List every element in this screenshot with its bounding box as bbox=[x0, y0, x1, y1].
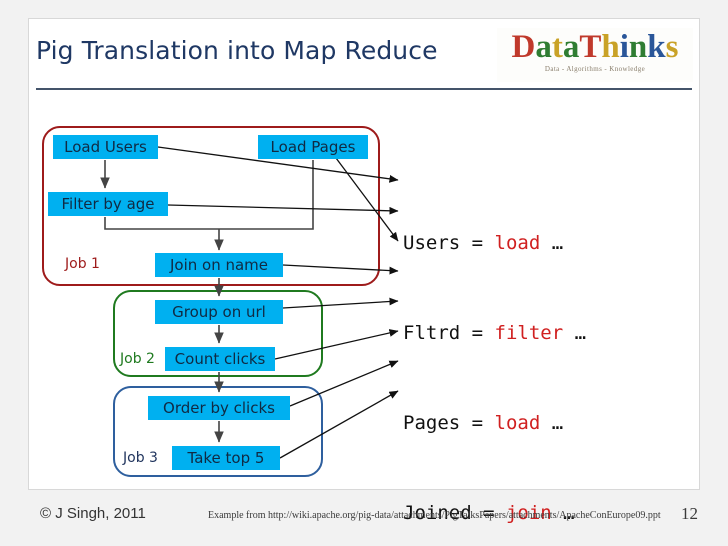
code-pre: Joined = bbox=[403, 502, 506, 524]
op-box-count-clicks[interactable]: Count clicks bbox=[165, 347, 275, 371]
code-line-users: Users = load … bbox=[403, 228, 620, 258]
footer-copyright: © J Singh, 2011 bbox=[40, 505, 146, 522]
logo-wordmark: DataThinks bbox=[497, 28, 693, 66]
page-title: Pig Translation into Map Reduce bbox=[36, 36, 438, 65]
logo-letter-s: s bbox=[665, 29, 679, 65]
code-pre: Pages = bbox=[403, 412, 495, 434]
code-line-pages: Pages = load … bbox=[403, 408, 620, 438]
logo-letter-a1: a bbox=[535, 29, 552, 65]
op-box-filter-by-age[interactable]: Filter by age bbox=[48, 192, 168, 216]
footer-source-note: Example from http://wiki.apache.org/pig-… bbox=[208, 510, 661, 521]
code-post: … bbox=[540, 412, 564, 434]
code-keyword: load bbox=[494, 232, 541, 254]
op-box-join-on-name[interactable]: Join on name bbox=[155, 253, 283, 277]
job-label-2: Job 2 bbox=[120, 351, 155, 367]
logo-letter-n: n bbox=[628, 29, 648, 65]
page-number: 12 bbox=[681, 504, 698, 523]
code-keyword: load bbox=[494, 412, 541, 434]
code-line-fltrd: Fltrd = filter … bbox=[403, 318, 620, 348]
logo-letter-i: i bbox=[619, 29, 629, 65]
logo-tagline: Data - Algorithms - Knowledge bbox=[544, 65, 646, 73]
op-box-group-on-url[interactable]: Group on url bbox=[155, 300, 283, 324]
job-label-1: Job 1 bbox=[65, 256, 100, 272]
code-keyword: join bbox=[505, 502, 552, 524]
code-post: … bbox=[551, 502, 575, 524]
op-box-load-pages[interactable]: Load Pages bbox=[258, 135, 368, 159]
op-box-take-top-5[interactable]: Take top 5 bbox=[172, 446, 280, 470]
logo-letter-a2: a bbox=[562, 29, 580, 65]
code-post: … bbox=[563, 322, 587, 344]
title-divider bbox=[36, 88, 692, 90]
op-box-load-users[interactable]: Load Users bbox=[53, 135, 158, 159]
logo-letter-T: T bbox=[579, 29, 602, 65]
job-label-3: Job 3 bbox=[123, 450, 158, 466]
logo-letter-d: D bbox=[511, 29, 536, 65]
op-box-order-by-clicks[interactable]: Order by clicks bbox=[148, 396, 290, 420]
code-pre: Users = bbox=[403, 232, 495, 254]
code-keyword: filter bbox=[494, 322, 564, 344]
datathinks-logo: DataThinks Data - Algorithms - Knowledge bbox=[497, 28, 693, 82]
logo-letter-k: k bbox=[647, 29, 666, 65]
logo-letter-t: t bbox=[551, 29, 563, 65]
logo-letter-h: h bbox=[601, 29, 620, 65]
pig-code-listing: Users = load … Fltrd = filter … Pages = … bbox=[403, 168, 620, 546]
code-post: … bbox=[540, 232, 564, 254]
code-pre: Fltrd = bbox=[403, 322, 495, 344]
code-line-joined: Joined = join … bbox=[403, 498, 620, 528]
